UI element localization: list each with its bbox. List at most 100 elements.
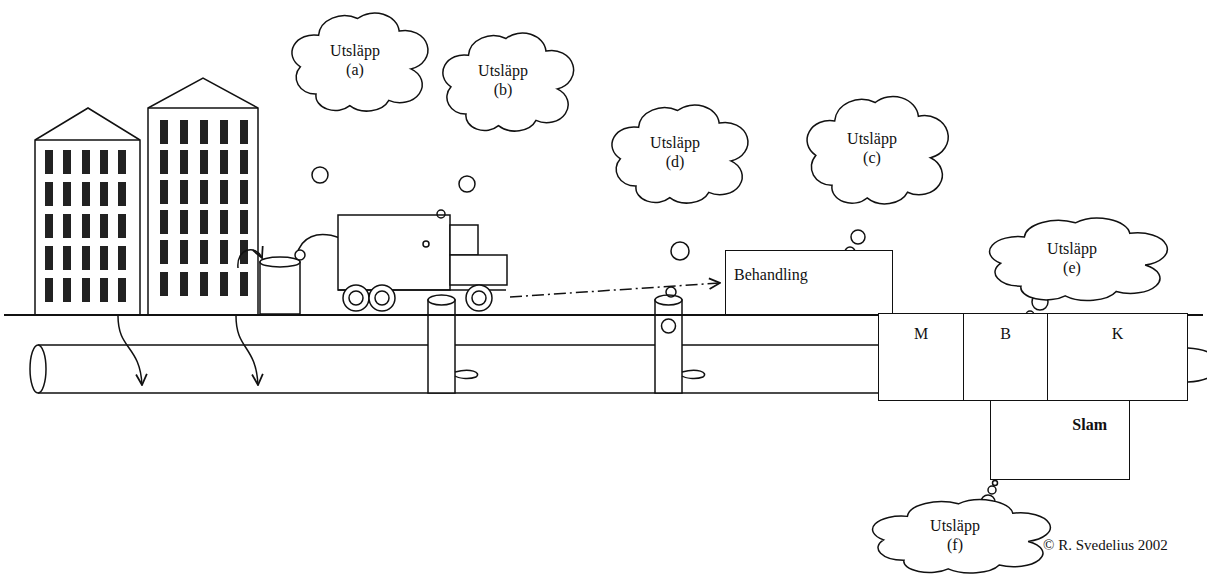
bubble: [993, 481, 998, 486]
window: [180, 120, 188, 144]
manhole-outlet: [455, 370, 478, 378]
manhole: [655, 300, 682, 393]
cloud-outline: [610, 100, 740, 205]
window: [180, 150, 188, 174]
window: [220, 272, 228, 296]
box-label: K: [1112, 324, 1124, 343]
pipe-end: [30, 345, 46, 393]
window: [220, 120, 228, 144]
window: [118, 214, 126, 238]
window: [220, 240, 228, 264]
truck-light: [423, 241, 429, 247]
window: [240, 210, 248, 234]
roof-line: [148, 107, 258, 109]
emission-cloud: Utsläpp (b): [441, 28, 566, 133]
emission-cloud: Utsläpp (e): [987, 214, 1157, 302]
window: [220, 150, 228, 174]
bubble: [437, 210, 445, 218]
cloud-shape: [292, 13, 428, 111]
hub: [472, 291, 486, 305]
window: [200, 240, 208, 264]
waste-arrow: [238, 250, 262, 268]
window: [63, 278, 71, 302]
waste-bin: [260, 262, 300, 314]
wheel: [369, 285, 395, 311]
process-box: Slam: [990, 400, 1130, 480]
window: [200, 180, 208, 204]
window: [118, 246, 126, 270]
window: [200, 120, 208, 144]
hub: [349, 291, 363, 305]
wheel: [343, 285, 369, 311]
window: [180, 272, 188, 296]
window: [100, 214, 108, 238]
window: [118, 182, 126, 206]
bubble: [851, 230, 865, 244]
window: [63, 246, 71, 270]
window: [118, 150, 126, 174]
truck-cab: [450, 255, 507, 285]
building: [148, 78, 258, 315]
cloud-shape: [612, 105, 748, 203]
window: [45, 214, 53, 238]
building: [35, 108, 140, 315]
window: [45, 246, 53, 270]
copyright-note: © R. Svedelius 2002: [1043, 537, 1168, 554]
bubble: [988, 486, 996, 494]
process-box: B: [963, 313, 1049, 401]
window: [45, 278, 53, 302]
window: [200, 210, 208, 234]
emission-cloud: Utsläpp (d): [610, 100, 740, 205]
window: [200, 150, 208, 174]
window: [100, 150, 108, 174]
window: [82, 214, 90, 238]
process-box: Behandling: [725, 250, 893, 315]
emission-cloud: Utsläpp (c): [805, 91, 940, 206]
process-box: K: [1047, 313, 1188, 401]
outlet: [1188, 348, 1207, 382]
window: [180, 210, 188, 234]
box-label: B: [1000, 324, 1011, 343]
roof-line: [35, 139, 140, 141]
window: [160, 210, 168, 234]
window: [220, 180, 228, 204]
cloud-shape: [990, 218, 1168, 300]
arm-joint: [295, 250, 305, 260]
manhole-top: [428, 295, 455, 305]
cloud-shape: [442, 33, 573, 131]
window: [160, 180, 168, 204]
window: [82, 182, 90, 206]
window: [160, 150, 168, 174]
window: [100, 246, 108, 270]
window: [180, 240, 188, 264]
hub: [375, 291, 389, 305]
cloud-outline: [805, 91, 940, 206]
window: [160, 120, 168, 144]
drain-arrow: [118, 316, 142, 385]
cloud-outline: [870, 496, 1040, 574]
window: [220, 210, 228, 234]
window: [82, 150, 90, 174]
window: [160, 240, 168, 264]
cloud-shape: [807, 96, 948, 203]
bubble: [459, 176, 475, 192]
window: [200, 272, 208, 296]
emission-label: Utsläpp (f): [930, 516, 980, 554]
wheel: [466, 285, 492, 311]
transport-arrow: [510, 283, 720, 297]
manhole-hole: [662, 319, 676, 333]
emission-label: Utsläpp (d): [650, 133, 700, 171]
window: [160, 272, 168, 296]
emission-cloud: Utsläpp (a): [290, 8, 420, 113]
window: [240, 180, 248, 204]
box-label: M: [914, 324, 928, 343]
box-label: Slam: [1072, 415, 1107, 434]
cloud-outline: [441, 28, 566, 133]
window: [82, 246, 90, 270]
cloud-shape: [873, 500, 1051, 573]
process-box: M: [878, 313, 964, 401]
cloud-outline: [987, 214, 1157, 302]
truck-body: [338, 215, 450, 290]
cloud-outline: [290, 8, 420, 113]
window: [63, 182, 71, 206]
